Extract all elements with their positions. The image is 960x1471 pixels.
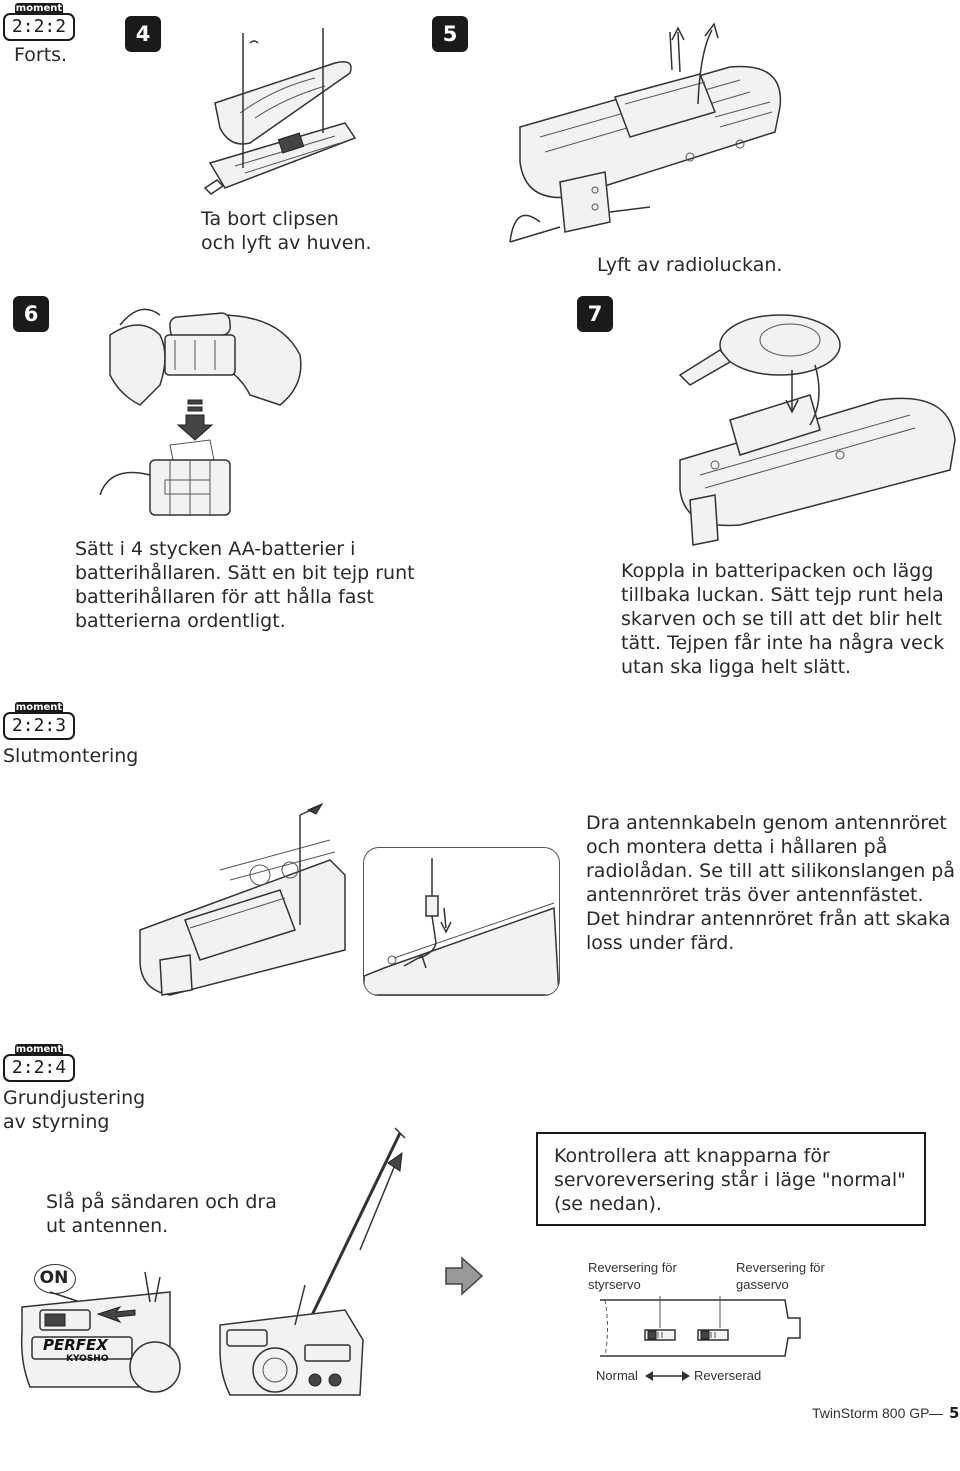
label-normal: Normal (596, 1368, 638, 1383)
section224-caption-left: Slå på sändaren och dra ut antennen. (46, 1191, 277, 1237)
badge-code: 2:2:3 (3, 712, 75, 740)
battery-insert-illustration (99, 308, 302, 516)
hull-removal-illustration (203, 28, 357, 195)
page-number: 5 (949, 1404, 960, 1422)
tape-seal-illustration (678, 314, 956, 546)
transmitter-maker: KYOSHO (66, 1354, 109, 1364)
step6-caption: Sätt i 4 stycken AA-batterier i batterih… (75, 538, 415, 632)
footer-product: TwinStorm 800 GP (812, 1405, 930, 1421)
reverse-switch-panel-illustration (600, 1296, 801, 1357)
on-label: ON (39, 1268, 69, 1288)
section223-caption: Dra antennkabeln genom antennröret och m… (586, 812, 955, 954)
radio-hatch-illustration (509, 22, 782, 243)
label-throttle-reverse: Reversering för gasservo (736, 1260, 825, 1292)
section-note: Forts. (14, 44, 68, 66)
step-number-4: 4 (125, 16, 161, 52)
antenna-extension-illustration (298, 1127, 406, 1341)
step7-caption: Koppla in batteripacken och lägg tillbak… (621, 560, 945, 678)
label-steer-reverse: Reversering för styrservo (588, 1260, 677, 1292)
badge-tab: moment (15, 1044, 63, 1056)
badge-tab: moment (15, 702, 63, 714)
transmitter-power-illustration (20, 1271, 181, 1393)
badge-tab: moment (15, 3, 63, 15)
badge-code: 2:2:2 (3, 13, 75, 41)
step5-caption: Lyft av radioluckan. (597, 254, 783, 276)
double-arrow-icon (645, 1371, 690, 1381)
step-number-5: 5 (432, 16, 468, 52)
step-number-7: 7 (577, 296, 613, 332)
step4-caption: Ta bort clipsen och lyft av huven. (201, 208, 372, 254)
badge-code: 2:2:4 (3, 1054, 75, 1082)
section-badge: moment 2:2:2 (3, 3, 75, 41)
antenna-mount-illustration (139, 802, 346, 996)
step-number-6: 6 (13, 296, 49, 332)
section-title-grundjustering: Grundjustering av styrning (3, 1087, 146, 1133)
section-title-slutmontering: Slutmontering (3, 745, 139, 767)
transmitter-brand: PERFEX (43, 1336, 108, 1354)
section-badge-224: moment 2:2:4 (3, 1044, 75, 1082)
label-reversed: Reverserad (694, 1368, 762, 1383)
footer-rule (929, 1414, 943, 1415)
section-badge-223: moment 2:2:3 (3, 702, 75, 740)
transmitter-antenna-illustration (219, 1284, 364, 1396)
servo-reverse-notice: Kontrollera att knapparna för servorever… (536, 1132, 926, 1226)
antenna-detail-inset (363, 847, 560, 996)
next-step-arrow-icon (445, 1256, 484, 1296)
